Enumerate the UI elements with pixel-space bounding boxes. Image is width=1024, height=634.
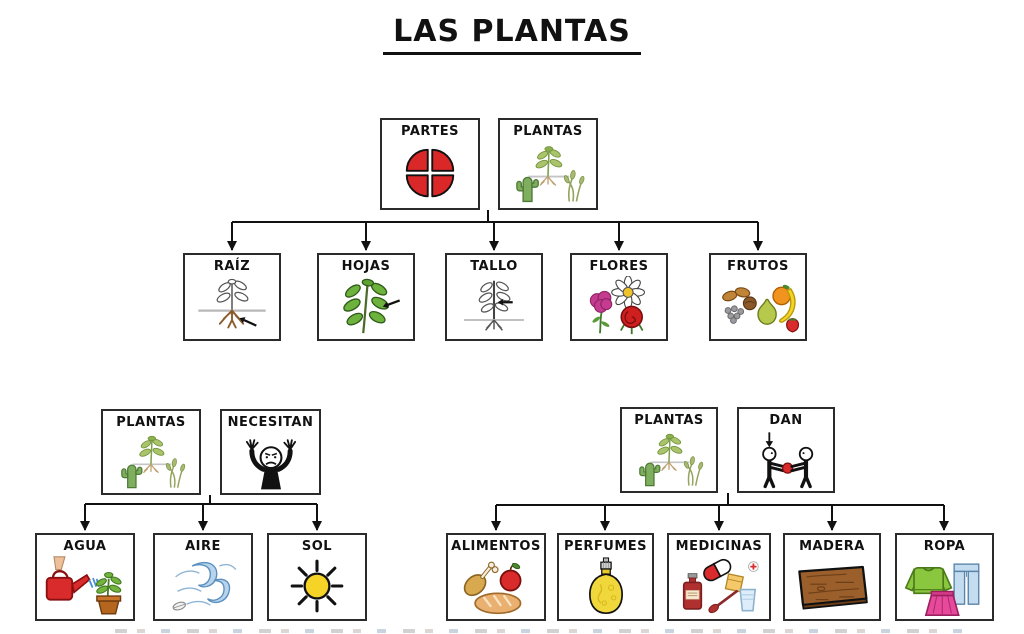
box-partes-label: PARTES bbox=[401, 124, 459, 139]
fruits-nuts-icon bbox=[711, 273, 805, 339]
box-flores-label: FLORES bbox=[589, 259, 649, 274]
box-aire: AIRE bbox=[153, 533, 253, 621]
box-tallo: TALLO bbox=[445, 253, 543, 341]
box-plantas-top: PLANTAS bbox=[498, 118, 598, 210]
box-plantas-top-label: PLANTAS bbox=[513, 124, 583, 139]
watering-can-plant-icon bbox=[37, 553, 133, 619]
box-plantas-left: PLANTAS bbox=[101, 409, 201, 495]
box-medicinas-label: MEDICINAS bbox=[675, 539, 763, 554]
box-hojas-label: HOJAS bbox=[341, 259, 391, 274]
stem-icon bbox=[447, 273, 541, 339]
sun-icon bbox=[269, 553, 365, 619]
box-necesitan: NECESITAN bbox=[220, 409, 321, 495]
person-needing-icon bbox=[222, 429, 319, 493]
plants-icon bbox=[622, 427, 716, 491]
root-icon bbox=[185, 273, 279, 339]
box-dan: DAN bbox=[737, 407, 835, 493]
box-plantas-right: PLANTAS bbox=[620, 407, 718, 493]
food-icon bbox=[448, 553, 544, 619]
wind-icon bbox=[155, 553, 251, 619]
page-title-text: LAS PLANTAS bbox=[383, 14, 641, 55]
clothes-icon bbox=[897, 553, 992, 619]
box-frutos-label: FRUTOS bbox=[727, 259, 789, 274]
box-necesitan-label: NECESITAN bbox=[227, 415, 314, 430]
box-tallo-label: TALLO bbox=[470, 259, 518, 274]
box-ropa-label: ROPA bbox=[923, 539, 966, 554]
box-madera: MADERA bbox=[783, 533, 881, 621]
cropped-caption-remnant bbox=[115, 629, 965, 633]
flowers-icon bbox=[572, 273, 666, 339]
box-agua-label: AGUA bbox=[63, 539, 107, 554]
box-sol-label: SOL bbox=[301, 539, 333, 554]
box-alimentos-label: ALIMENTOS bbox=[451, 539, 541, 554]
box-aire-label: AIRE bbox=[185, 539, 221, 554]
box-perfumes-label: PERFUMES bbox=[563, 539, 648, 554]
medicines-icon bbox=[669, 553, 769, 619]
four-quadrant-circle-icon bbox=[382, 138, 478, 208]
box-raiz: RAÍZ bbox=[183, 253, 281, 341]
box-plantas-right-label: PLANTAS bbox=[634, 413, 704, 428]
wood-plank-icon bbox=[785, 553, 879, 619]
box-medicinas: MEDICINAS bbox=[667, 533, 771, 621]
box-sol: SOL bbox=[267, 533, 367, 621]
box-agua: AGUA bbox=[35, 533, 135, 621]
box-partes: PARTES bbox=[380, 118, 480, 210]
box-madera-label: MADERA bbox=[799, 539, 865, 554]
plants-icon bbox=[500, 138, 596, 208]
box-plantas-left-label: PLANTAS bbox=[116, 415, 186, 430]
giving-figures-icon bbox=[739, 427, 833, 491]
box-perfumes: PERFUMES bbox=[557, 533, 654, 621]
box-flores: FLORES bbox=[570, 253, 668, 341]
leaves-icon bbox=[319, 273, 413, 339]
plants-icon bbox=[103, 429, 199, 493]
perfume-bottle-icon bbox=[559, 553, 652, 619]
box-hojas: HOJAS bbox=[317, 253, 415, 341]
box-raiz-label: RAÍZ bbox=[213, 259, 251, 274]
box-frutos: FRUTOS bbox=[709, 253, 807, 341]
page-title: LAS PLANTAS bbox=[0, 14, 1024, 55]
box-alimentos: ALIMENTOS bbox=[446, 533, 546, 621]
box-dan-label: DAN bbox=[769, 413, 803, 428]
box-ropa: ROPA bbox=[895, 533, 994, 621]
